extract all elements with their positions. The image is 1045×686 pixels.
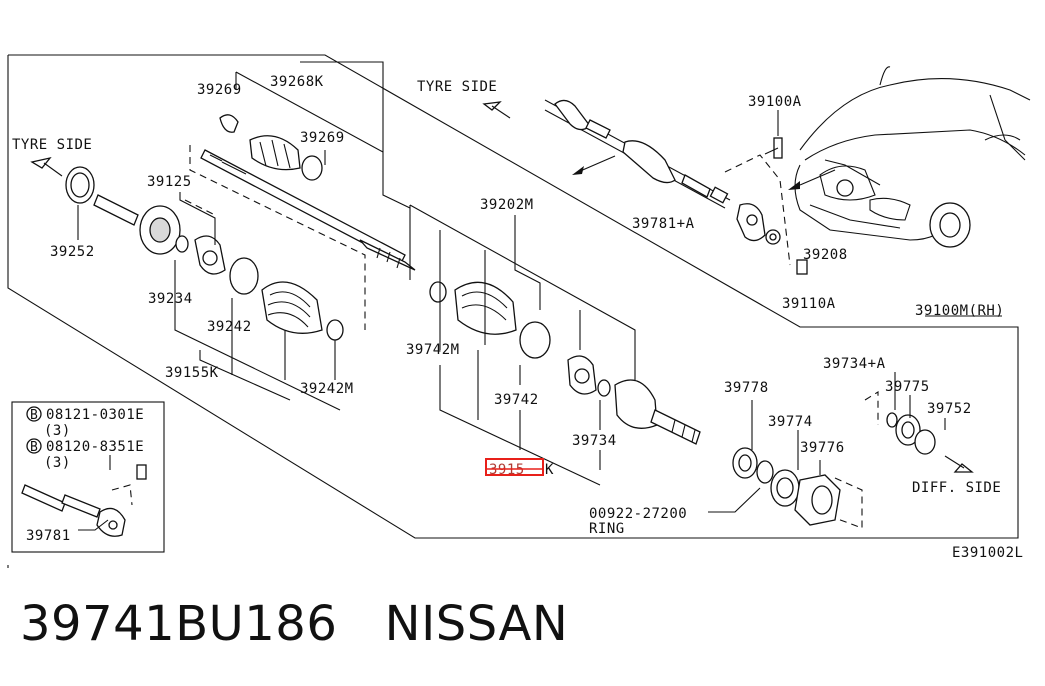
badge-b-1: B — [30, 408, 38, 423]
inner-joint-parts — [409, 204, 701, 486]
tyre-side-arrow-left — [30, 156, 63, 177]
label-39242: 39242 — [207, 319, 252, 335]
tyre-side-arrow-top — [482, 101, 511, 119]
label-diff-side: DIFF. SIDE — [912, 480, 1001, 496]
inset-labels: B 08121-0301E (3) B 08120-8351E (3) — [30, 407, 144, 471]
label-08121-0301E: 08121-0301E — [46, 407, 144, 423]
label-39252: 39252 — [50, 244, 95, 260]
part-number-title: 39741BU186 NISSAN — [20, 596, 568, 652]
label-39734: 39734 — [572, 433, 617, 449]
bearing-parts — [708, 315, 1002, 529]
label-08120-8351E: 08120-8351E — [46, 439, 144, 455]
part-number: 39741BU186 — [20, 596, 338, 652]
outer-joint-parts — [65, 61, 416, 411]
label-39781A: 39781+A — [632, 216, 695, 232]
label-39268K: 39268K — [270, 74, 324, 90]
label-39778: 39778 — [724, 380, 769, 396]
label-ring: RING — [589, 521, 625, 537]
label-bolt2-qty: (3) — [44, 455, 71, 471]
label-39269-a: 39269 — [197, 82, 242, 98]
brand-name: NISSAN — [384, 596, 569, 652]
label-39242M: 39242M — [300, 381, 354, 397]
label-tyre-side-top: TYRE SIDE — [417, 79, 497, 95]
label-39776: 39776 — [800, 440, 845, 456]
label-39752: 39752 — [927, 401, 972, 417]
label-39775: 39775 — [885, 379, 930, 395]
bracket-39781A — [724, 154, 808, 275]
label-00922-27200: 00922-27200 — [589, 506, 687, 522]
label-39742: 39742 — [494, 392, 539, 408]
label-bolt1-qty: (3) — [44, 423, 71, 439]
drive-shaft-overview — [544, 99, 731, 209]
label-39734A: 39734+A — [823, 356, 886, 372]
label-39774: 39774 — [768, 414, 813, 430]
label-39234: 39234 — [148, 291, 193, 307]
label-3915xK-suffix: K — [545, 462, 554, 478]
label-tyre-side-left: TYRE SIDE — [12, 137, 92, 153]
diagram-frame — [7, 54, 1019, 568]
inset-box — [11, 401, 165, 553]
label-39100A: 39100A — [748, 94, 802, 110]
label-39269-b: 39269 — [300, 130, 345, 146]
bolt-39100A — [764, 110, 783, 159]
label-ref-code: E391002L — [952, 545, 1023, 561]
label-39781: 39781 — [26, 528, 71, 544]
highlight-box — [485, 458, 544, 476]
car-illustration — [788, 66, 1031, 248]
labels: TYRE SIDE TYRE SIDE DIFF. SIDE 39100A 39… — [12, 74, 1023, 561]
label-39110A: 39110A — [782, 296, 836, 312]
label-39125: 39125 — [147, 174, 192, 190]
badge-b-2: B — [30, 440, 38, 455]
label-39100M: 39100M(RH) — [915, 303, 1004, 319]
label-39202M: 39202M — [480, 197, 534, 213]
label-39155K: 39155K — [165, 365, 219, 381]
label-39208: 39208 — [803, 247, 848, 263]
label-39742M: 39742M — [406, 342, 460, 358]
diff-side-arrow — [944, 455, 974, 473]
